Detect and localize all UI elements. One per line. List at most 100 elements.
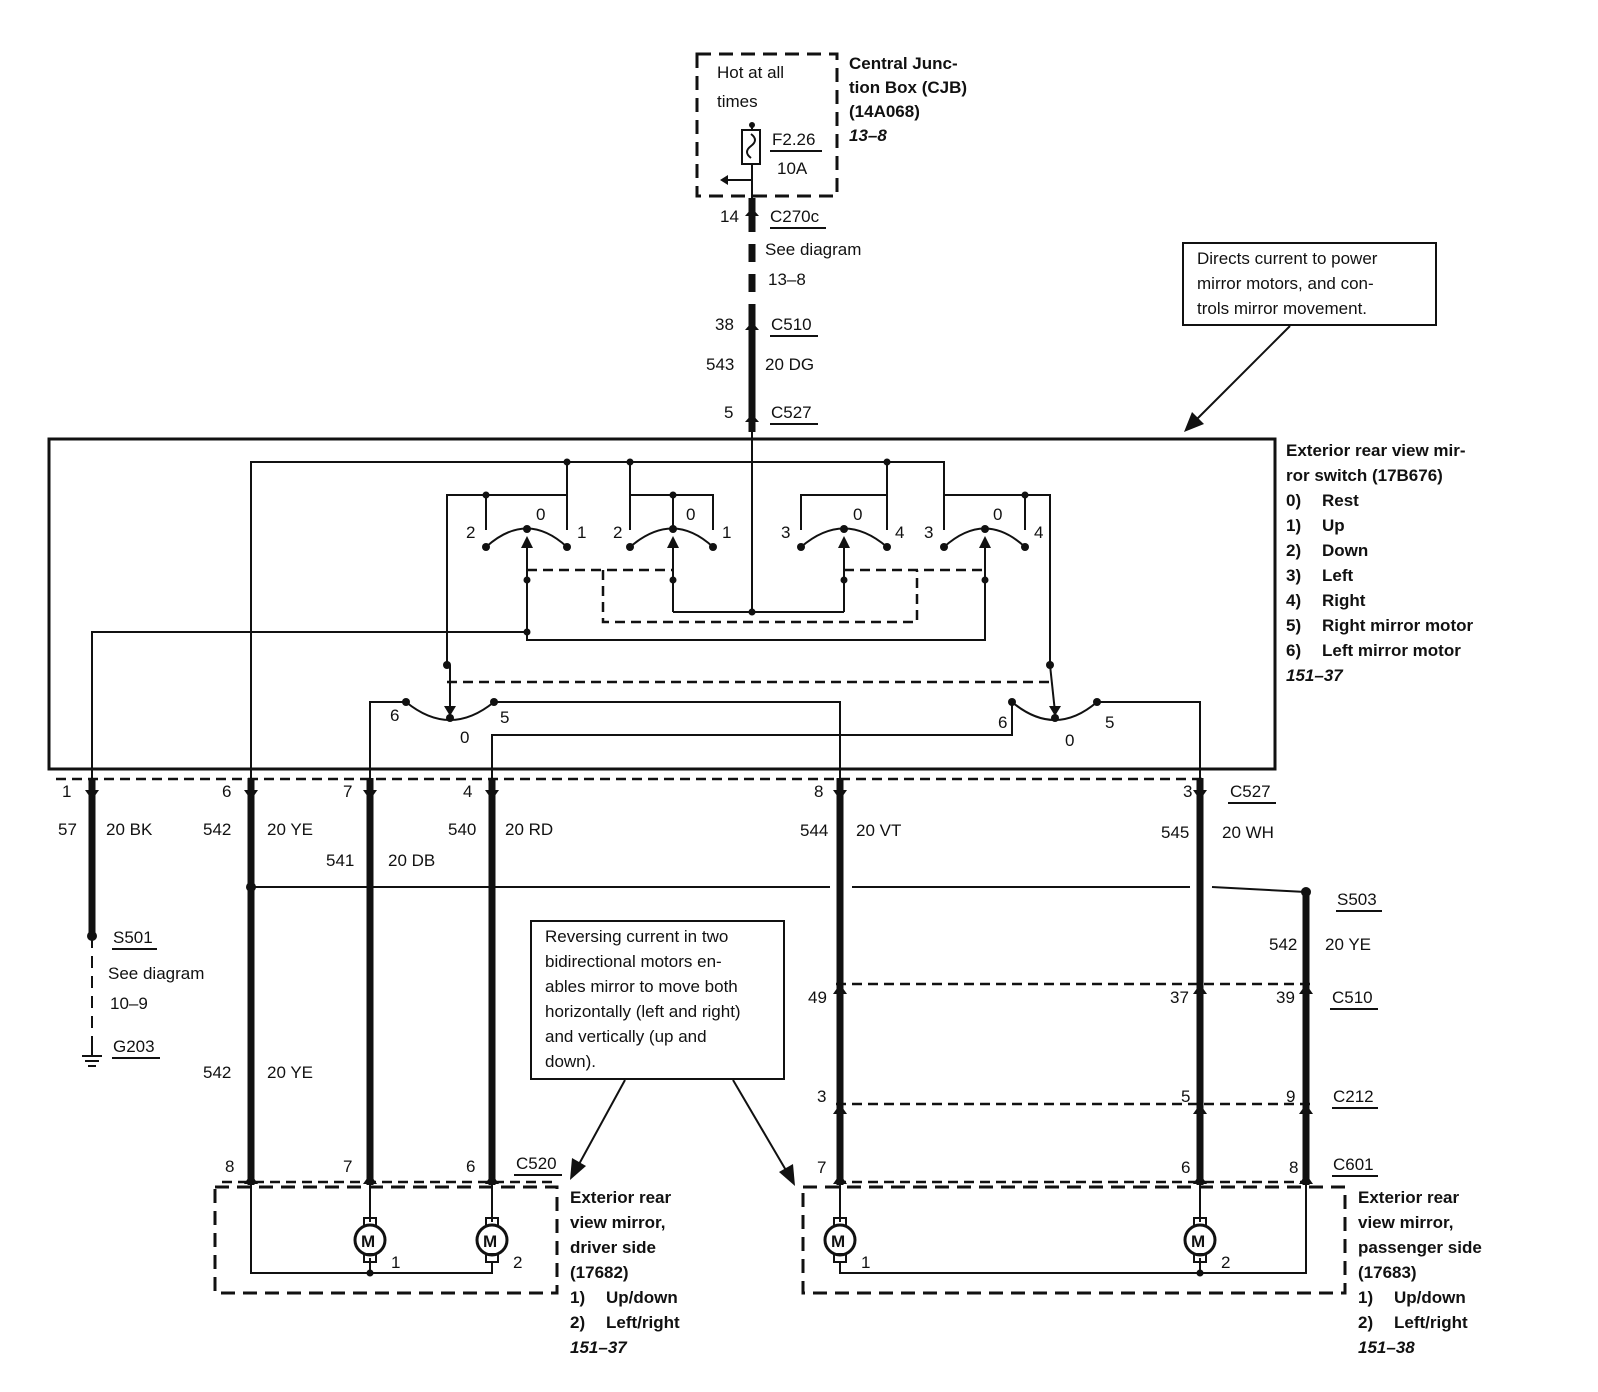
switch-legend-num-6: 6) (1286, 641, 1301, 660)
sw2-contact-left: 2 (613, 523, 622, 542)
passenger-motor-1-num: 1 (861, 1253, 870, 1272)
switch-legend-label-0: Rest (1322, 491, 1359, 510)
c212-wh-pin: 5 (1181, 1087, 1190, 1106)
feed-wire-color: 20 DG (765, 355, 814, 374)
callout-motors-line-1: Reversing current in two (545, 927, 728, 946)
fuse-id: F2.26 (772, 130, 815, 149)
driver-mirror-title-1: Exterior rear (570, 1188, 671, 1207)
callout-motors-line-5: and vertically (up and (545, 1027, 707, 1046)
feed-circuit: 14 C270c See diagram 13–8 38 C510 543 20… (706, 198, 861, 432)
ye-circuit: 542 (203, 820, 231, 839)
driver-mirror-title-2: view mirror, (570, 1213, 665, 1232)
switch-legend-label-5: Right mirror motor (1322, 616, 1473, 635)
sel2-contact-mid: 0 (1065, 731, 1074, 750)
sel2-contact-right: 5 (1105, 713, 1114, 732)
g203-label: G203 (113, 1037, 155, 1056)
callout-motors-line-3: ables mirror to move both (545, 977, 738, 996)
bk-circuit: 57 (58, 820, 77, 839)
driver-legend-1-label: Up/down (606, 1288, 678, 1307)
sw2-contact-right: 1 (722, 523, 731, 542)
switch-title-1: Exterior rear view mir- (1286, 441, 1466, 460)
fuse-rating: 10A (777, 159, 808, 178)
sel1-contact-mid: 0 (460, 728, 469, 747)
wh-pin: 3 (1183, 782, 1192, 801)
callout-motors-line-2: bidirectional motors en- (545, 952, 722, 971)
rd-wire: 20 RD (505, 820, 553, 839)
ye-lower-wire: 20 YE (267, 1063, 313, 1082)
switch-legend-label-1: Up (1322, 516, 1345, 535)
ground-icon (82, 1048, 102, 1067)
rd-circuit: 540 (448, 820, 476, 839)
passenger-motor-2-icon: M (1183, 1217, 1217, 1263)
bk-wire: 20 BK (106, 820, 153, 839)
c212-connector: C212 (1333, 1087, 1374, 1106)
driver-motor-1-icon: M (353, 1217, 387, 1263)
cjb-ref: 13–8 (849, 126, 887, 145)
passenger-connector-labels: 49 37 39 C510 3 5 9 C212 7 6 8 C601 (808, 988, 1378, 1177)
switch-legend-label-4: Right (1322, 591, 1366, 610)
sw3-contact-left: 3 (781, 523, 790, 542)
mirror-switch-assembly: 2 0 1 2 0 1 3 0 4 3 0 4 6 0 5 6 0 5 Exte… (47, 432, 1473, 780)
passenger-motor-2-num: 2 (1221, 1253, 1230, 1272)
sel1-contact-left: 6 (390, 706, 399, 725)
passenger-legend-2-num: 2) (1358, 1313, 1373, 1332)
sw1-contact-left: 2 (466, 523, 475, 542)
callout-switch-line-1: Directs current to power (1197, 249, 1378, 268)
feed-see-diagram-1: See diagram (765, 240, 861, 259)
c601-ye-pin: 8 (1289, 1158, 1298, 1177)
sw1-contact-right: 1 (577, 523, 586, 542)
fuse-feed-arrow (720, 175, 728, 185)
callout-motor-function: Reversing current in two bidirectional m… (530, 920, 795, 1186)
sel2-contact-left: 6 (998, 713, 1007, 732)
switch-legend-label-3: Left (1322, 566, 1354, 585)
c510-pin: 38 (715, 315, 734, 334)
callout-switch-line-2: mirror motors, and con- (1197, 274, 1374, 293)
switch-legend-num-3: 3) (1286, 566, 1301, 585)
callout-motors-line-6: down). (545, 1052, 596, 1071)
driver-legend-1-num: 1) (570, 1288, 585, 1307)
c520-connector: C520 (516, 1154, 557, 1173)
c510-ye-pin: 39 (1276, 988, 1295, 1007)
c520-rd-pin: 6 (466, 1157, 475, 1176)
vt-wire: 20 VT (856, 821, 901, 840)
sw4-contact-left: 3 (924, 523, 933, 542)
s503-label: S503 (1337, 890, 1377, 909)
c212-vt-pin: 3 (817, 1087, 826, 1106)
cjb-hot-label-2: times (717, 92, 758, 111)
switch-legend-label-2: Down (1322, 541, 1368, 560)
vt-pin: 8 (814, 782, 823, 801)
harness-labels: 1 57 20 BK 6 542 20 YE 7 541 20 DB 4 540… (58, 782, 1382, 1082)
passenger-mirror: M 1 M 2 Exterior rear view mirror, passe… (801, 1180, 1482, 1357)
c510-connector: C510 (771, 315, 812, 334)
cjb-hot-label-1: Hot at all (717, 63, 784, 82)
wh-circuit: 545 (1161, 823, 1189, 842)
driver-mirror-title-3: driver side (570, 1238, 656, 1257)
sel1-contact-right: 5 (500, 708, 509, 727)
s501-see-diagram-1: See diagram (108, 964, 204, 983)
c510-wh-pin: 37 (1170, 988, 1189, 1007)
c520-ye-pin: 8 (225, 1157, 234, 1176)
c270-connector: C270c (770, 207, 820, 226)
sw4-contact-right: 4 (1034, 523, 1043, 542)
cjb-outline (695, 52, 839, 198)
s501-label: S501 (113, 928, 153, 947)
driver-mirror-title-4: (17682) (570, 1263, 629, 1282)
s501-see-diagram-2: 10–9 (110, 994, 148, 1013)
c520-db-pin: 7 (343, 1157, 352, 1176)
passenger-legend-1-label: Up/down (1394, 1288, 1466, 1307)
sw2-contact-mid: 0 (686, 505, 695, 524)
driver-legend-2-label: Left/right (606, 1313, 680, 1332)
passenger-motor-1-icon: M (823, 1217, 857, 1263)
cjb-name-1: Central Junc- (849, 54, 958, 73)
c601-connector: C601 (1333, 1155, 1374, 1174)
callout-motors-line-4: horizontally (left and right) (545, 1002, 741, 1021)
passenger-legend-2-label: Left/right (1394, 1313, 1468, 1332)
switch-legend-num-1: 1) (1286, 516, 1301, 535)
vt-circuit: 544 (800, 821, 828, 840)
passenger-mirror-title-4: (17683) (1358, 1263, 1417, 1282)
ye-pin: 6 (222, 782, 231, 801)
callout-switch-line-3: trols mirror movement. (1197, 299, 1367, 318)
sw3-contact-right: 4 (895, 523, 904, 542)
cjb-name-3: (14A068) (849, 102, 920, 121)
